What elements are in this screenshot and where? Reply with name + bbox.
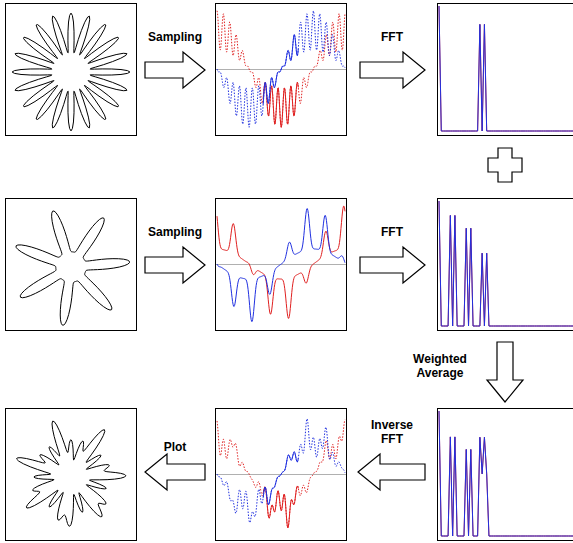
block-arrow bbox=[487, 342, 523, 402]
sampled-signal bbox=[217, 206, 345, 318]
sampled-signal bbox=[217, 420, 345, 528]
spectrum-curve bbox=[439, 411, 573, 536]
panel bbox=[438, 199, 573, 331]
panel bbox=[216, 4, 347, 136]
panel bbox=[6, 4, 137, 136]
sampled-signal bbox=[217, 11, 345, 127]
step-label: Weighted Average bbox=[400, 352, 480, 380]
spectrum-curve bbox=[439, 6, 573, 131]
step-label: FFT bbox=[357, 225, 427, 239]
spectrum-curve bbox=[439, 411, 573, 536]
spectrum-curve bbox=[439, 201, 573, 326]
spectrum-curve bbox=[439, 6, 573, 131]
shape-outline bbox=[16, 211, 129, 325]
block-arrow bbox=[360, 52, 425, 88]
panel bbox=[6, 409, 137, 541]
spectrum-curve bbox=[439, 201, 573, 326]
block-arrow bbox=[145, 454, 205, 490]
panel bbox=[6, 199, 137, 331]
panel bbox=[438, 4, 573, 136]
shape-outline bbox=[12, 13, 130, 131]
sampled-signal bbox=[263, 486, 298, 528]
sampled-signal bbox=[217, 419, 345, 523]
panel bbox=[216, 409, 347, 541]
shape-outline bbox=[17, 421, 126, 526]
step-label: Sampling bbox=[130, 30, 220, 44]
block-arrow bbox=[360, 247, 425, 283]
step-label: FFT bbox=[357, 30, 427, 44]
panel bbox=[216, 199, 347, 331]
panel bbox=[438, 409, 573, 541]
step-label: Plot bbox=[140, 440, 210, 454]
sampled-signal bbox=[263, 452, 298, 505]
block-arrow bbox=[145, 52, 205, 88]
sampled-signal bbox=[263, 82, 298, 127]
plus-sign bbox=[488, 148, 522, 182]
sampled-signal bbox=[217, 11, 345, 127]
block-arrow bbox=[358, 454, 425, 490]
sampled-signal bbox=[263, 35, 298, 105]
block-arrow bbox=[145, 247, 205, 283]
sampled-signal bbox=[217, 209, 345, 322]
step-label: Sampling bbox=[130, 225, 220, 239]
step-label: Inverse FFT bbox=[362, 418, 422, 446]
